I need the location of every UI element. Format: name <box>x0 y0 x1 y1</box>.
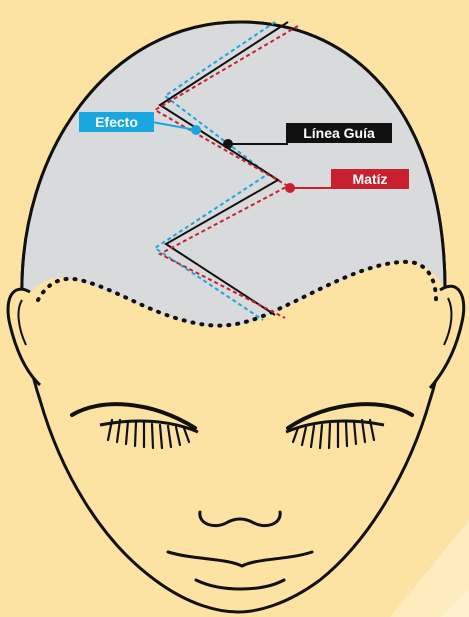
tint-label: Matíz <box>331 169 409 189</box>
tint-dot <box>285 183 295 193</box>
effect-dot <box>191 125 201 135</box>
guide-line-label: Línea Guía <box>286 123 392 143</box>
effect-label: Efecto <box>79 112 154 132</box>
guide-dot <box>223 139 233 149</box>
